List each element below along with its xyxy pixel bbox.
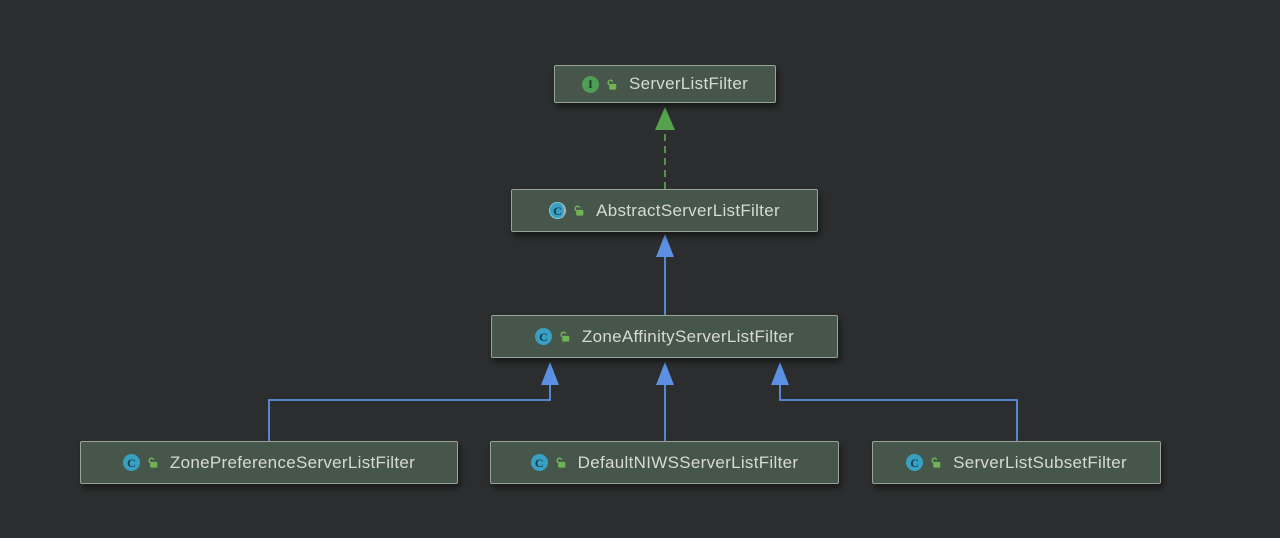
class-icon: C bbox=[906, 454, 924, 471]
public-lock-icon bbox=[148, 457, 158, 468]
class-icon: C bbox=[122, 454, 140, 471]
node-icon-cluster: C bbox=[906, 454, 942, 471]
public-lock-icon bbox=[556, 457, 565, 468]
class-icon: C bbox=[534, 328, 552, 345]
node-icon-cluster: C bbox=[534, 328, 571, 345]
node-label: ServerListFilter bbox=[628, 74, 749, 93]
node-icon-cluster: ( C ) bbox=[549, 202, 585, 219]
node-zonepreferenceserverlistfilter[interactable]: C ZonePreferenceServerListFilter bbox=[80, 441, 458, 484]
edge-extends-zonepreference-to-zoneaffinity[interactable] bbox=[268, 362, 559, 441]
node-label: AbstractServerListFilter bbox=[596, 200, 780, 220]
public-lock-icon bbox=[931, 457, 941, 468]
class-icon: C bbox=[530, 454, 548, 471]
public-lock-icon bbox=[607, 79, 617, 90]
edge-extends-defaultniws-to-zoneaffinity[interactable] bbox=[656, 362, 674, 441]
node-label: ServerListSubsetFilter bbox=[953, 452, 1127, 472]
node-defaultniwsserverlistfilter[interactable]: C DefaultNIWSServerListFilter bbox=[490, 441, 839, 484]
node-serverlistfilter[interactable]: I ServerListFilter bbox=[554, 65, 776, 103]
node-label: DefaultNIWSServerListFilter bbox=[577, 452, 799, 472]
node-icon-cluster: I bbox=[581, 75, 618, 93]
public-lock-icon bbox=[574, 205, 584, 216]
node-abstractserverlistfilter[interactable]: ( C ) AbstractServerListFilter bbox=[511, 189, 818, 232]
public-lock-icon bbox=[560, 331, 570, 342]
abstract-class-icon: C bbox=[549, 202, 567, 219]
node-icon-cluster: C bbox=[122, 454, 159, 471]
node-label: ZoneAffinityServerListFilter bbox=[581, 326, 795, 346]
interface-icon: I bbox=[581, 75, 599, 93]
node-label: ZonePreferenceServerListFilter bbox=[169, 452, 416, 472]
node-icon-cluster: C bbox=[530, 454, 567, 471]
node-zoneaffinityserverlistfilter[interactable]: C ZoneAffinityServerListFilter bbox=[491, 315, 838, 358]
abstract-class-icon: ) bbox=[561, 202, 567, 219]
edge-extends-zoneaffinity-to-abstract[interactable] bbox=[656, 234, 674, 315]
node-serverlistsubsetfilter[interactable]: C ServerListSubsetFilter bbox=[872, 441, 1161, 484]
edge-extends-serverlistsubset-to-zoneaffinity[interactable] bbox=[771, 362, 1018, 441]
edge-implements-abstract-to-interface[interactable] bbox=[655, 107, 675, 189]
